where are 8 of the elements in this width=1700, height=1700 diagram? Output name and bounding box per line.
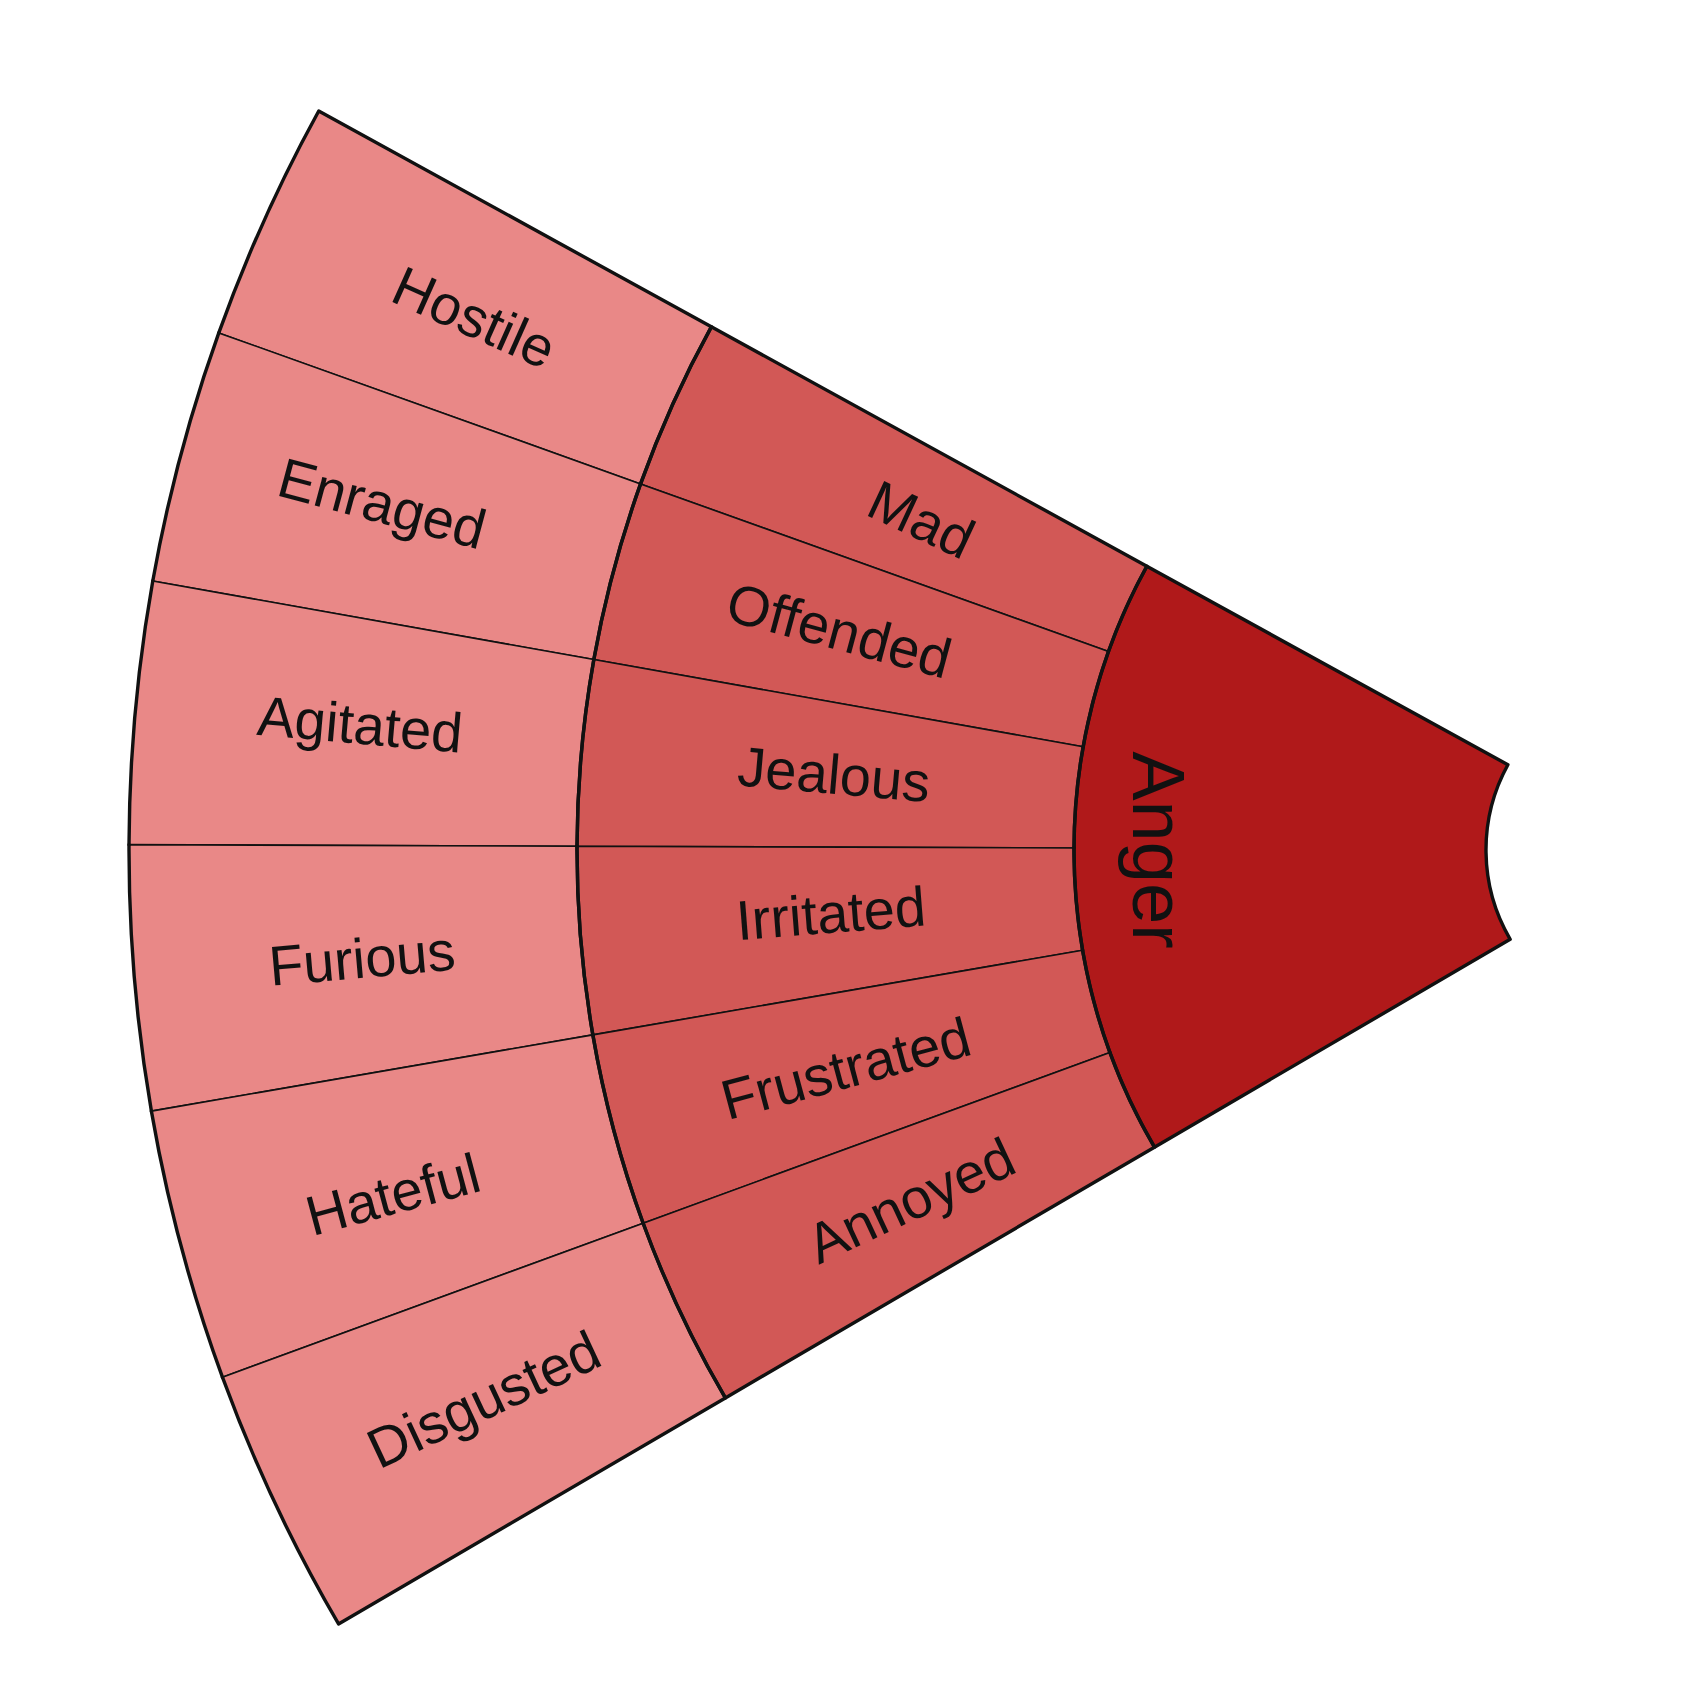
emotion-label: Mad xyxy=(858,467,985,572)
emotion-label: Anger xyxy=(1115,751,1201,949)
emotion-label: Jealous xyxy=(735,734,934,816)
emotion-label: Irritated xyxy=(734,874,929,954)
emotion-label: Agitated xyxy=(254,683,466,766)
emotion-label: Hateful xyxy=(299,1140,488,1250)
emotion-label: Enraged xyxy=(271,445,493,563)
emotion-label: Furious xyxy=(265,919,458,1000)
